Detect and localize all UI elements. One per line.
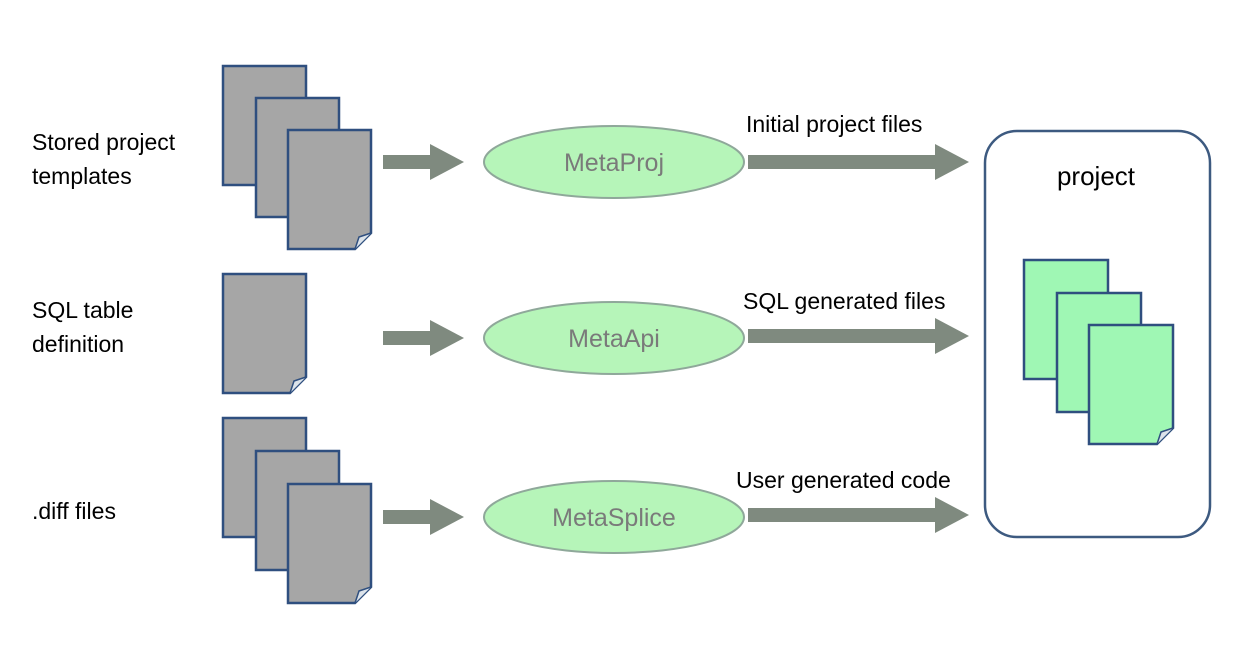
output-labels: Initial project files SQL generated file… (736, 111, 951, 493)
input-label-sql-table-line2: definition (32, 331, 124, 357)
document-icon (1087, 323, 1175, 446)
output-label-user: User generated code (736, 467, 951, 493)
project-title: project (1057, 161, 1136, 191)
document-icon (221, 272, 308, 395)
input-doc-stack-diff (221, 416, 373, 605)
processor-label-metaproj: MetaProj (564, 149, 664, 177)
input-arrows (383, 144, 464, 535)
document-icon (286, 128, 373, 251)
processor-metaapi: MetaApi (483, 301, 745, 375)
input-label-sql-table-line1: SQL table (32, 297, 133, 323)
processor-label-metasplice: MetaSplice (552, 504, 676, 532)
output-label-initial: Initial project files (746, 111, 922, 137)
document-icon (286, 482, 373, 605)
processor-label-metaapi: MetaApi (568, 325, 660, 353)
input-doc-stack-sql (221, 272, 308, 395)
input-doc-stack-templates (221, 64, 373, 251)
input-labels: Stored project templates SQL table defin… (32, 129, 176, 524)
input-label-diff-files: .diff files (32, 498, 116, 524)
project-box: project (983, 129, 1212, 539)
processor-metaproj: MetaProj (483, 125, 745, 199)
processor-metasplice: MetaSplice (483, 480, 745, 554)
input-label-stored-templates-line2: templates (32, 163, 132, 189)
output-arrows (748, 144, 969, 533)
project-doc-stack (1022, 258, 1175, 446)
output-label-sql: SQL generated files (743, 288, 945, 314)
input-label-stored-templates-line1: Stored project (32, 129, 176, 155)
